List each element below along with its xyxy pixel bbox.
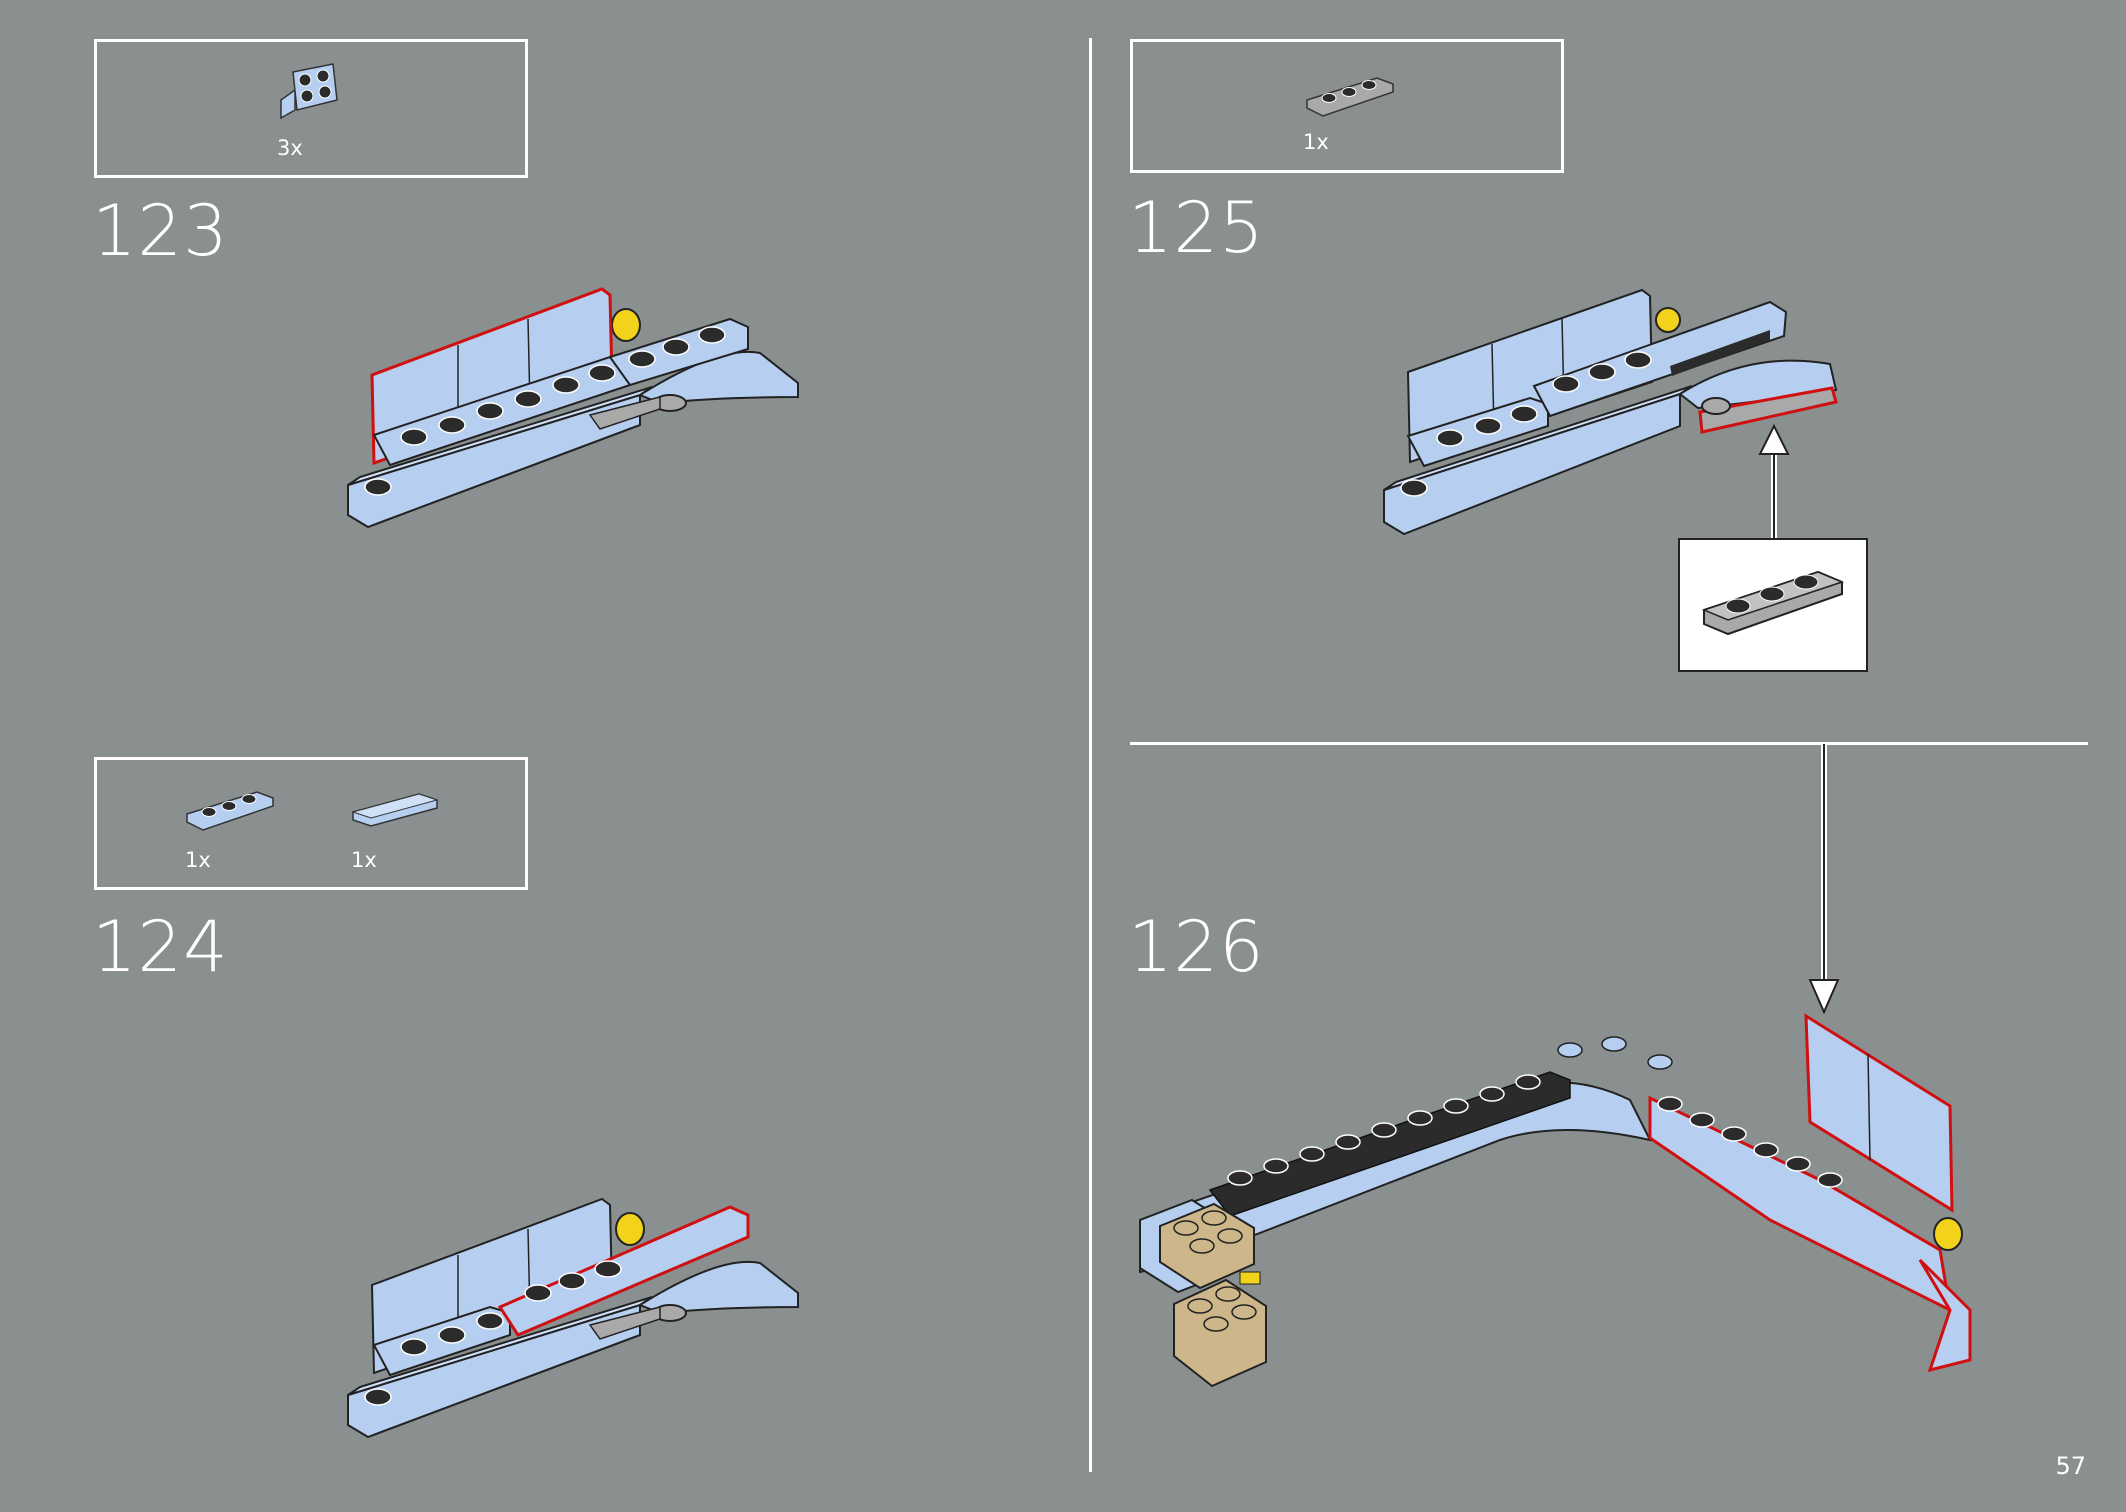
parts-box-step-123: 3x <box>94 39 528 178</box>
page-number: 57 <box>2055 1452 2086 1480</box>
step-number-126: 126 <box>1128 906 1265 988</box>
part-qty: 3x <box>277 136 303 160</box>
plate-1x3-gray-icon <box>1306 77 1394 117</box>
part-qty: 1x <box>1303 130 1329 154</box>
tile-1x4-light-blue-icon <box>351 793 439 827</box>
parts-box-step-124: 1x 1x <box>94 757 528 890</box>
part-qty: 1x <box>351 848 377 872</box>
model-step-125-illustration <box>1383 288 1838 536</box>
model-step-123-illustration <box>347 287 799 529</box>
part-qty: 1x <box>185 848 211 872</box>
callout-gray-plate <box>1678 538 1868 672</box>
parts-box-step-125: 1x <box>1130 39 1564 173</box>
model-step-126-illustration <box>1139 1013 1972 1388</box>
plate-1x3-light-blue-icon <box>186 791 274 831</box>
step-number-125: 125 <box>1128 187 1265 269</box>
horizontal-divider <box>1130 742 2088 745</box>
insertion-arrow-step-126 <box>1808 744 1840 1015</box>
bracket-2x2-light-blue-icon <box>280 63 338 120</box>
vertical-divider <box>1089 38 1092 1472</box>
model-step-124-illustration <box>347 1197 799 1439</box>
step-number-124: 124 <box>92 906 229 988</box>
insertion-arrow-step-125 <box>1758 423 1790 542</box>
step-number-123: 123 <box>92 190 229 272</box>
plate-1x3-gray-icon <box>1701 570 1845 636</box>
